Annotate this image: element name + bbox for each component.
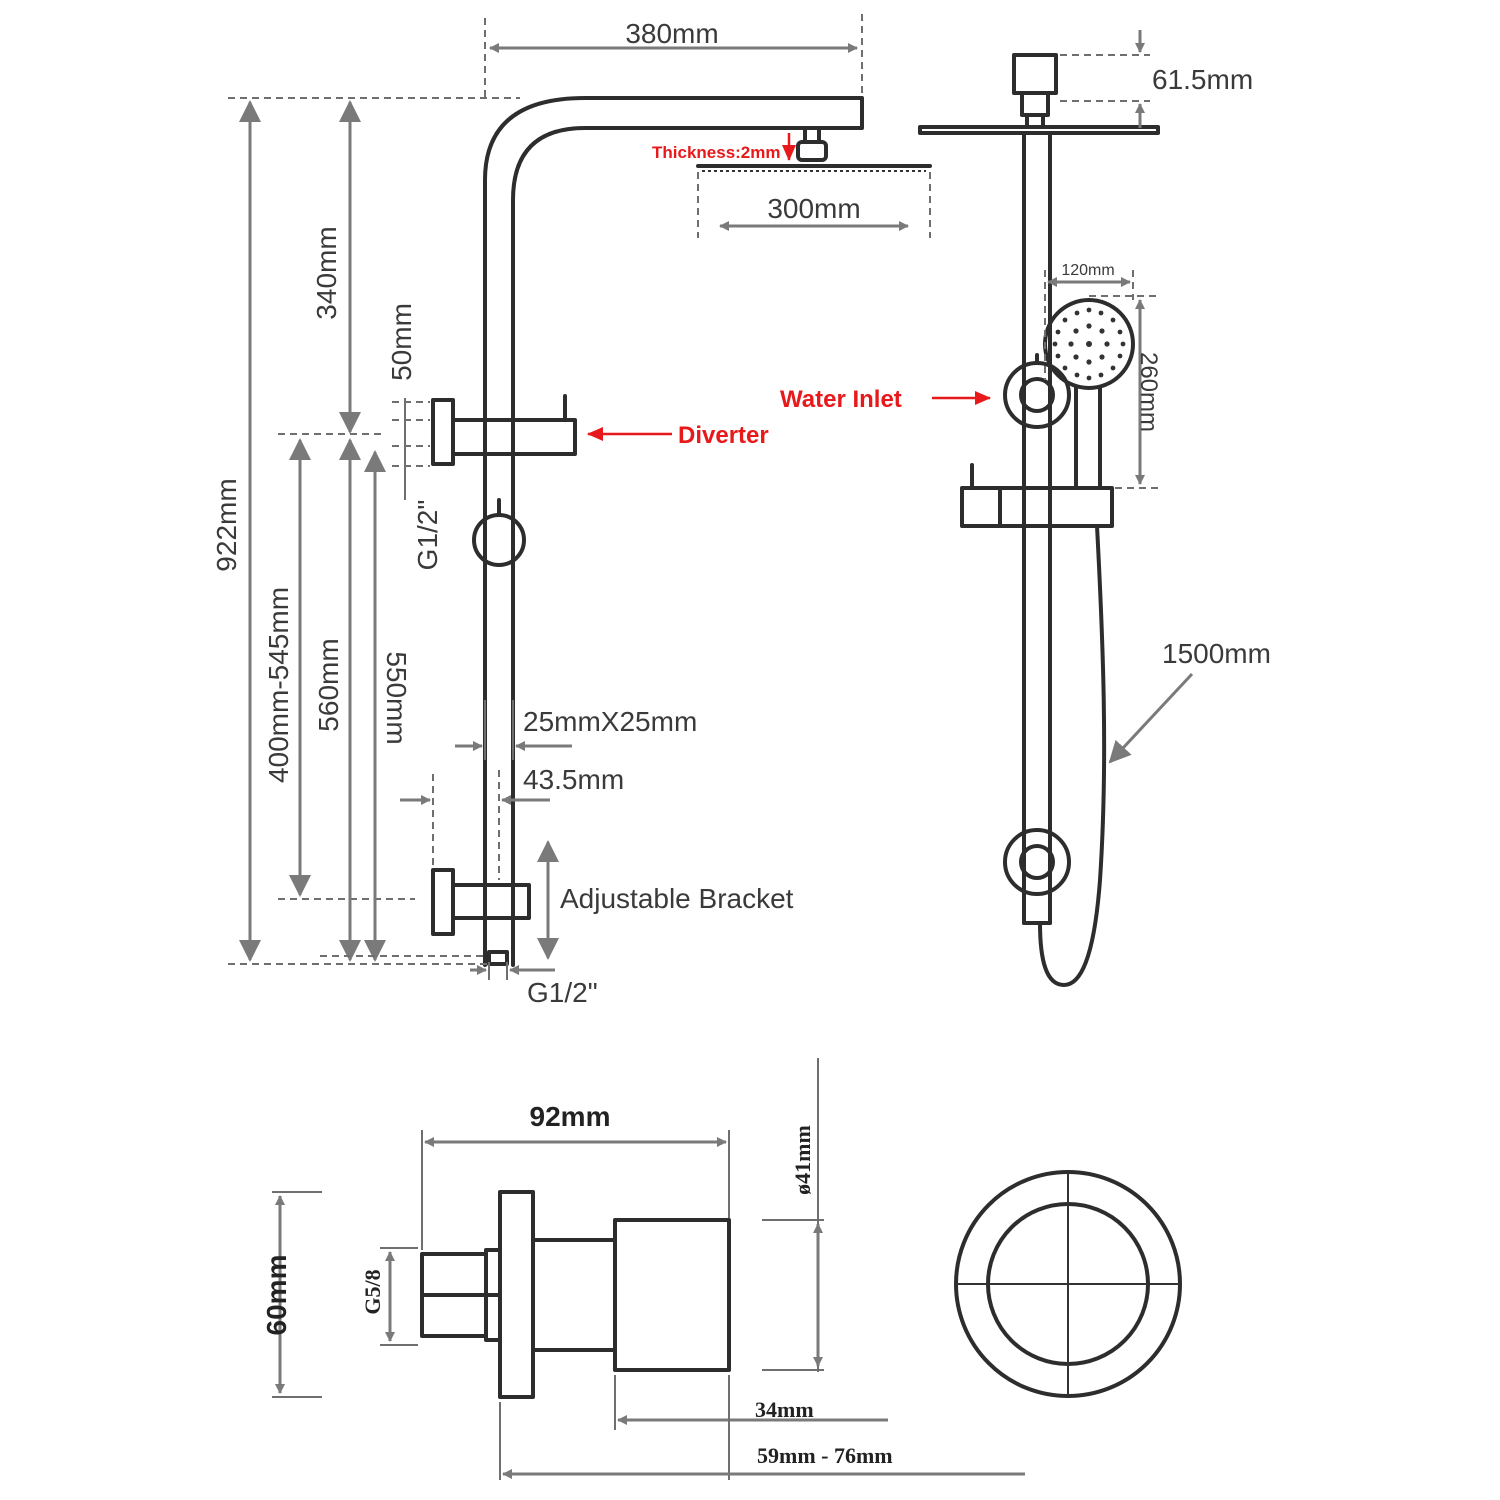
head-height-label: 61.5mm [1152,64,1253,95]
thread-top-label: G1/2" [412,500,443,571]
thread-bottom-label: G1/2" [527,977,598,1008]
elbow-length-label: 92mm [530,1101,611,1132]
bracket-offset-label: 43.5mm [523,764,624,795]
flange-diameter-label: ø41mm [790,1125,815,1195]
elbow-drawing [420,1170,1182,1399]
water-inlet-label: Water Inlet [780,386,902,413]
handheld-diameter-label: 120mm [1061,262,1114,279]
side-view-drawing [918,53,1160,987]
height-550-label: 550mm [381,651,412,744]
front-view-drawing [431,96,932,967]
thickness-label: Thickness:2mm [652,143,781,162]
range-400-545-label: 400mm-545mm [263,587,294,783]
height-340-label: 340mm [311,226,342,319]
handheld-length-label: 260mm [1135,352,1162,432]
adjustable-bracket-label: Adjustable Bracket [560,883,794,914]
elbow-height-label: 60mm [261,1255,292,1336]
elbow-thread-label: G5/8 [360,1269,385,1314]
height-560-label: 560mm [313,638,344,731]
side-view-dimensions [932,30,1194,764]
hose-length-label: 1500mm [1162,638,1271,669]
total-height-label: 922mm [211,478,242,571]
height-50-label: 50mm [386,303,417,381]
shower-head-label: 300mm [767,193,860,224]
range-59-76-label: 59mm - 76mm [757,1443,893,1468]
square-size-label: 25mmX25mm [523,706,697,737]
top-width-label: 380mm [625,18,718,49]
front-view-dimensions [228,14,931,980]
depth-34-label: 34mm [755,1397,814,1422]
diverter-label: Diverter [678,422,769,449]
handheld-nozzles [1052,307,1126,381]
elbow-dimensions [272,1058,1025,1480]
